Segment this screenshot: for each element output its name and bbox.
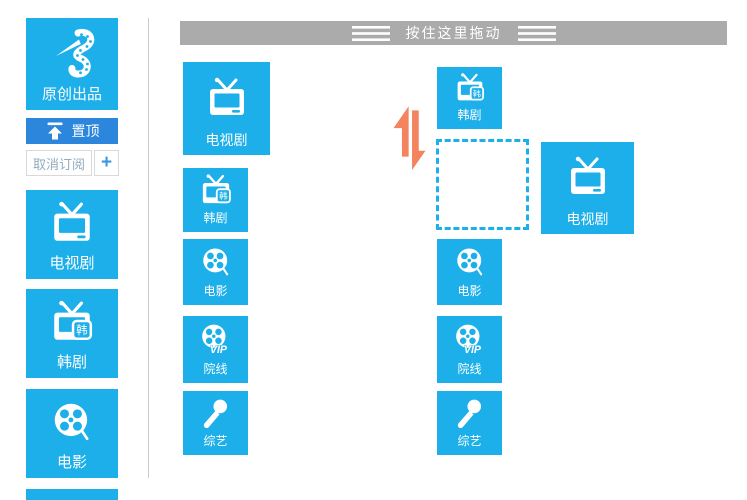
vip-film-reel-icon: VIP <box>437 316 502 363</box>
svg-text:韩: 韩 <box>472 88 480 98</box>
sidebar-brand-tile[interactable]: 原创出品 <box>26 18 118 110</box>
tv-korea-icon: 韩 <box>437 67 502 109</box>
vip-film-reel-icon: VIP <box>183 316 248 363</box>
tile-label: 电影 <box>457 284 482 298</box>
tile-label: 韩剧 <box>203 211 228 225</box>
film-reel-icon <box>437 239 502 285</box>
sidebar-tile-partial[interactable] <box>26 489 118 500</box>
brand-label: 原创出品 <box>41 86 102 103</box>
tile-label: 综艺 <box>203 434 228 448</box>
unsubscribe-button[interactable]: 取消订阅 <box>26 150 92 176</box>
tile-label: 院线 <box>203 362 228 376</box>
sidebar-tile-korean-drama[interactable]: 韩 韩剧 <box>26 289 118 378</box>
drag-lines-icon <box>351 25 390 42</box>
pin-top-icon <box>45 121 65 141</box>
drop-placeholder[interactable] <box>436 139 529 230</box>
microphone-icon <box>183 391 248 435</box>
tv-icon <box>183 62 270 133</box>
filmstrip-mascot-icon <box>26 18 118 87</box>
drag-handle-bar[interactable]: 按住这里拖动 <box>180 21 727 45</box>
channel-tile-variety[interactable]: 综艺 <box>183 391 248 455</box>
svg-text:VIP: VIP <box>209 344 227 356</box>
tile-label: 电视剧 <box>566 211 609 227</box>
svg-text:韩: 韩 <box>219 191 228 201</box>
channel-tile-tv-drama-large[interactable]: 电视剧 <box>183 62 270 155</box>
film-reel-icon <box>26 389 118 455</box>
microphone-icon <box>437 391 502 435</box>
dragged-tile-tv-drama[interactable]: 电视剧 <box>541 142 634 234</box>
sidebar-tile-tv-drama[interactable]: 电视剧 <box>26 190 118 279</box>
svg-text:VIP: VIP <box>463 344 481 356</box>
channel-tile-movies[interactable]: 电影 <box>183 239 248 305</box>
channel-tile-korean-drama[interactable]: 韩 韩剧 <box>183 168 248 232</box>
channel-tile-movies[interactable]: 电影 <box>437 239 502 305</box>
tile-label: 综艺 <box>457 434 482 448</box>
tile-label: 韩剧 <box>56 354 87 371</box>
drag-lines-icon <box>517 25 556 42</box>
sidebar-tile-movies[interactable]: 电影 <box>26 389 118 478</box>
sidebar-divider <box>148 18 149 478</box>
channel-tile-cinema-vip[interactable]: VIP 院线 <box>183 316 248 383</box>
add-channel-button[interactable]: + <box>94 150 119 176</box>
channel-tile-variety[interactable]: 综艺 <box>437 391 502 455</box>
channel-tile-korean-drama[interactable]: 韩 韩剧 <box>437 67 502 129</box>
tile-label: 院线 <box>457 362 482 376</box>
pin-top-label: 置顶 <box>71 123 100 139</box>
tv-icon <box>26 190 118 256</box>
plus-icon: + <box>100 152 113 173</box>
drag-bar-label: 按住这里拖动 <box>405 25 502 41</box>
film-reel-icon <box>183 239 248 285</box>
tv-korea-icon: 韩 <box>183 168 248 212</box>
tile-label: 电视剧 <box>205 132 248 148</box>
svg-text:韩: 韩 <box>76 323 88 337</box>
tv-korea-icon: 韩 <box>26 289 118 355</box>
swap-cursor-icon <box>391 99 428 179</box>
pin-top-button[interactable]: 置顶 <box>26 118 118 144</box>
tile-label: 韩剧 <box>457 108 482 122</box>
unsubscribe-label: 取消订阅 <box>32 156 85 172</box>
tile-label: 电影 <box>56 454 87 471</box>
tv-icon <box>541 142 634 212</box>
tile-label: 电视剧 <box>49 255 95 272</box>
tile-label: 电影 <box>203 284 228 298</box>
channel-tile-cinema-vip[interactable]: VIP 院线 <box>437 316 502 383</box>
